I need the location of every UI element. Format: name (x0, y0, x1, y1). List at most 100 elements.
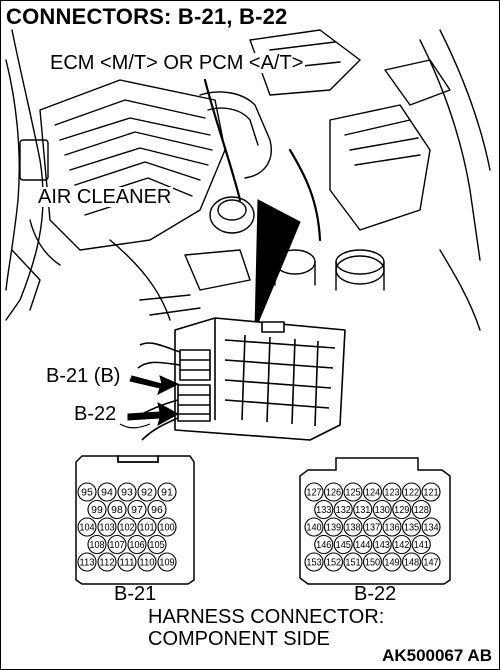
pin-number: 96 (151, 504, 163, 516)
pin-number: 142 (394, 539, 409, 551)
pin-number: 98 (111, 504, 123, 516)
pin-circle (77, 552, 97, 572)
pin-circle (343, 482, 363, 502)
b22-arrow-label: B-22 (72, 403, 119, 425)
pin-number: 152 (326, 557, 341, 569)
pin-circle (117, 552, 137, 572)
component-side-label: COMPONENT SIDE (148, 628, 330, 650)
pin-number: 102 (119, 522, 134, 534)
pin-circle (147, 499, 167, 520)
arrow-b21 (129, 375, 180, 395)
pin-number: 121 (423, 487, 438, 499)
pin-number: 129 (394, 504, 409, 516)
pin-number: 131 (355, 504, 370, 516)
pin-circle (304, 552, 324, 572)
fender-line (5, 59, 20, 291)
pin-number: 143 (375, 539, 390, 551)
pin-circle (323, 517, 344, 537)
pin-circle (362, 482, 383, 502)
pin-circle (107, 534, 127, 555)
pin-number: 136 (384, 522, 399, 534)
location-pointer (254, 199, 301, 331)
pin-number: 153 (306, 557, 321, 569)
pin-circle (333, 534, 353, 555)
pin-number: 95 (81, 487, 93, 499)
pin-number: 128 (414, 504, 429, 516)
pin-number: 132 (336, 504, 351, 516)
pin-number: 97 (131, 504, 143, 516)
pin-circle (117, 517, 137, 537)
pin-number: 151 (345, 557, 360, 569)
pin-circle (382, 552, 402, 572)
pin-number: 107 (109, 539, 124, 551)
pin-circle (97, 517, 117, 537)
pin-number: 106 (129, 539, 144, 551)
pin-circle (77, 517, 97, 537)
pin-number: 140 (306, 522, 321, 534)
pin-number: 109 (159, 557, 174, 569)
pin-circle (372, 534, 392, 555)
hood-edge-line (5, 29, 44, 321)
pin-number: 141 (414, 539, 429, 551)
b21-caption: B-21 (114, 583, 157, 605)
battery-outline (329, 104, 431, 231)
pin-number: 93 (121, 487, 133, 499)
pin-number: 113 (79, 557, 94, 569)
pin-number: 145 (336, 539, 351, 551)
pin-circle (77, 482, 97, 502)
pin-number: 150 (365, 557, 380, 569)
ecm-label: ECM <M/T> OR PCM <A/T> (48, 52, 306, 74)
pin-circle (304, 517, 324, 537)
pin-number: 104 (79, 522, 94, 534)
pin-circle (323, 482, 344, 502)
pin-circle (304, 482, 324, 502)
pin-circle (87, 499, 107, 520)
pin-number: 134 (423, 522, 438, 534)
pin-number: 138 (345, 522, 360, 534)
pin-circle (323, 552, 344, 572)
pin-number: 100 (159, 522, 174, 534)
pin-circle (117, 482, 137, 502)
pin-circle (127, 499, 147, 520)
pin-number: 122 (404, 487, 419, 499)
pin-circle (333, 499, 353, 520)
pin-circle (97, 552, 117, 572)
pin-number: 147 (423, 557, 438, 569)
pin-number: 99 (91, 504, 103, 516)
pin-circle (157, 482, 177, 502)
pin-number: 149 (384, 557, 399, 569)
pin-circle (401, 517, 422, 537)
pin-number: 105 (149, 539, 164, 551)
pin-circle (372, 499, 392, 520)
harness-line (203, 78, 242, 202)
pin-number: 123 (384, 487, 399, 499)
pin-circle (314, 499, 334, 520)
pin-circle (157, 517, 177, 537)
arrow-b22 (127, 402, 180, 427)
pin-circle (411, 499, 431, 520)
pin-circle (392, 499, 412, 520)
pin-number: 139 (326, 522, 341, 534)
pin-circle (401, 552, 422, 572)
pin-circle (343, 517, 363, 537)
pin-number: 133 (316, 504, 331, 516)
pin-circle (421, 482, 441, 502)
pin-circle (137, 517, 157, 537)
pin-number: 124 (365, 487, 380, 499)
pin-number: 126 (326, 487, 341, 499)
pin-circle (157, 552, 177, 572)
pin-circle (353, 534, 373, 555)
pin-number: 146 (316, 539, 331, 551)
connector-b22-face (299, 457, 451, 585)
pin-number: 135 (404, 522, 419, 534)
pin-circle (401, 482, 422, 502)
pin-circle (137, 482, 157, 502)
pin-number: 144 (355, 539, 370, 551)
pin-number: 130 (375, 504, 390, 516)
pin-number: 111 (119, 557, 134, 569)
pin-circle (392, 534, 412, 555)
b22-leader-line (119, 423, 151, 429)
